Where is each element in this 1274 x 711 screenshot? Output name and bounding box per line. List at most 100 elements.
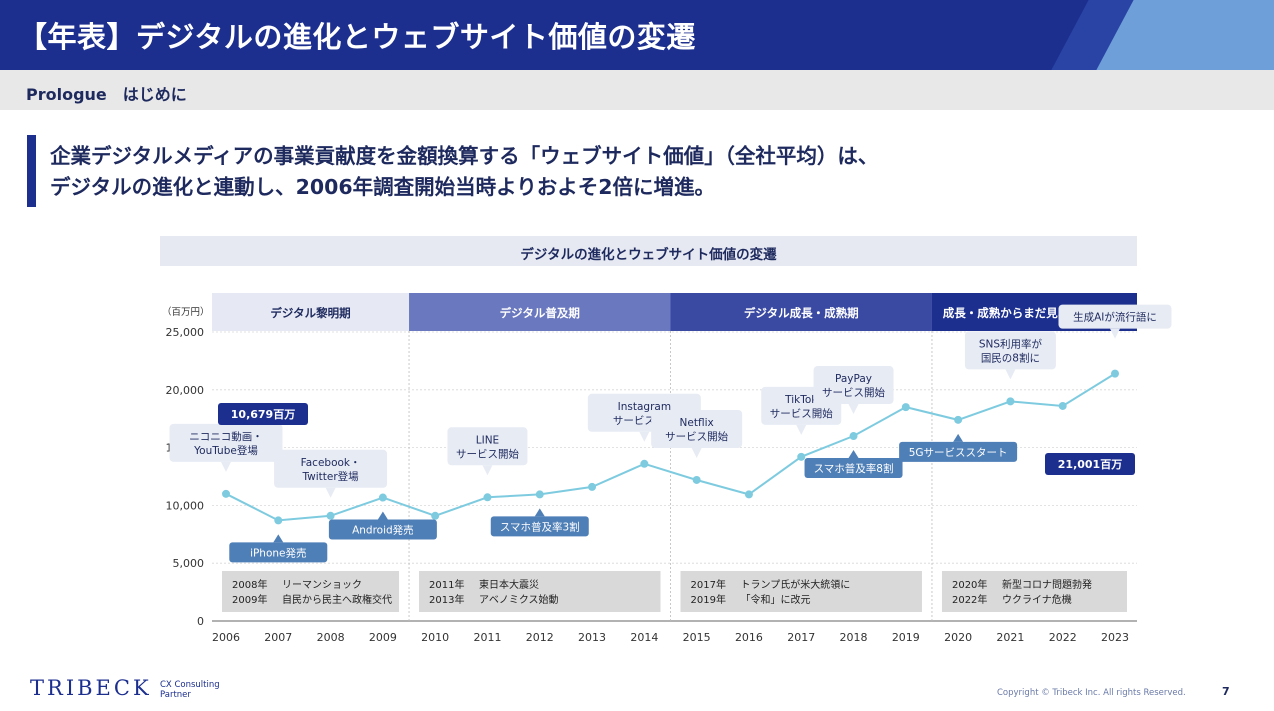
event-text: トランプ氏が米大統領に — [741, 578, 851, 591]
callout-pointer — [1110, 328, 1120, 339]
callout-text-line: Twitter登場 — [301, 470, 359, 483]
callout-text-line: サービス開始 — [665, 430, 728, 443]
lead-text: 企業デジタルメディアの事業貢献度を金額換算する「ウェブサイト価値」（全社平均）は… — [50, 141, 878, 203]
x-tick-label: 2011 — [473, 631, 501, 644]
callout-text-line: YouTube登場 — [193, 444, 258, 457]
callout-box — [1058, 304, 1172, 329]
phase-label: デジタル黎明期 — [270, 306, 350, 320]
x-tick-label: 2015 — [683, 631, 711, 644]
callout-text: Facebook・Twitter登場 — [301, 457, 361, 483]
callout-pointer — [273, 534, 284, 543]
company-logo: TRIBECK — [30, 676, 152, 700]
y-tick-label: 25,000 — [166, 326, 205, 339]
callout-text: Android発売 — [352, 524, 414, 537]
x-tick-label: 2019 — [892, 631, 920, 644]
data-point — [222, 489, 230, 498]
callout-text: スマホ普及率8割 — [814, 462, 894, 475]
event-text: ウクライナ危機 — [1002, 593, 1072, 606]
data-point — [744, 490, 753, 499]
callout-text-line: PayPay — [835, 373, 872, 385]
page-number: 7 — [1222, 685, 1230, 698]
page-header: 【年表】デジタルの進化とウェブサイト価値の変遷 — [0, 0, 1274, 70]
value-badge-text: 21,001百万 — [1058, 458, 1122, 471]
data-point — [692, 475, 701, 484]
callout-text-line: 生成AIが流行語に — [1073, 311, 1157, 324]
callout-text-line: SNS利用率が — [979, 337, 1043, 350]
callout-text-line: Instagram — [618, 401, 671, 413]
callout-text-line: サービス開始 — [822, 386, 885, 399]
callout-text-line: サービス開始 — [770, 407, 833, 420]
x-tick-label: 2006 — [212, 631, 240, 644]
callout-text: 5Gサービススタート — [909, 447, 1008, 459]
event-box — [419, 571, 661, 612]
data-point — [1111, 369, 1119, 378]
x-tick-label: 2023 — [1101, 631, 1129, 644]
event-year: 2008年 — [232, 578, 267, 591]
event-year: 2009年 — [232, 593, 267, 606]
chart-title: デジタルの進化とウェブサイト価値の変遷 — [520, 247, 777, 263]
phase-label: デジタル普及期 — [500, 306, 580, 320]
callout-box — [274, 449, 388, 488]
callout-pointer — [377, 511, 388, 520]
event-year: 2020年 — [952, 578, 987, 591]
lead-line-1: 企業デジタルメディアの事業貢献度を金額換算する「ウェブサイト価値」（全社平均）は… — [50, 144, 879, 168]
callout-pointer — [848, 404, 859, 415]
data-point — [274, 516, 283, 525]
y-axis-unit-label: （百万円） — [162, 306, 210, 318]
phase-label: デジタル成長・成熟期 — [744, 306, 859, 320]
event-text: 「令和」に改元 — [741, 593, 811, 606]
callout-text-line: TikTok — [784, 394, 818, 406]
data-point — [588, 482, 597, 491]
callout-text: 生成AIが流行語に — [1073, 311, 1157, 324]
y-tick-label: 5,000 — [173, 557, 205, 570]
data-point — [431, 511, 440, 520]
x-tick-label: 2009 — [369, 631, 397, 644]
callout-box — [169, 423, 283, 462]
callout-text-line: Netflix — [680, 417, 714, 429]
value-badge-text: 10,679百万 — [231, 408, 295, 421]
event-year: 2017年 — [691, 578, 726, 591]
data-point — [378, 493, 387, 502]
value-badge — [1045, 453, 1135, 475]
x-tick-label: 2008 — [317, 631, 345, 644]
y-tick-label: 10,000 — [166, 499, 205, 512]
callout-pointer — [953, 433, 964, 442]
callout-pointer — [221, 461, 231, 472]
x-tick-label: 2021 — [996, 631, 1024, 644]
event-year: 2013年 — [429, 593, 464, 606]
event-text: 東日本大震災 — [479, 578, 539, 591]
callout-box — [490, 516, 589, 537]
data-point — [901, 403, 910, 412]
callout-box — [651, 409, 743, 448]
x-tick-label: 2013 — [578, 631, 606, 644]
callout-text-line: ニコニコ動画・ — [189, 430, 263, 443]
copyright: Copyright © Tribeck Inc. All rights Rese… — [997, 688, 1186, 698]
x-tick-label: 2014 — [630, 631, 658, 644]
company-tagline: CX Consulting Partner — [160, 680, 220, 700]
lead-accent-bar — [27, 135, 36, 207]
callout-text-line: Facebook・ — [301, 457, 361, 469]
phase-header — [670, 293, 932, 331]
x-tick-label: 2007 — [264, 631, 292, 644]
callout-pointer — [639, 431, 650, 442]
data-point — [849, 432, 858, 441]
section-label: Prologue はじめに — [26, 85, 187, 104]
callout-pointer — [848, 450, 859, 459]
callout-box — [447, 427, 528, 466]
callout-text-line: 国民の8割に — [981, 351, 1040, 364]
callout-pointer — [482, 465, 493, 476]
phase-header — [212, 293, 410, 331]
value-badge — [218, 403, 308, 425]
y-tick-label: 20,000 — [166, 384, 205, 397]
event-text: リーマンショック — [282, 579, 362, 591]
data-point — [797, 452, 806, 461]
x-tick-label: 2017 — [787, 631, 815, 644]
callout-box — [328, 519, 437, 540]
y-tick-label: 0 — [197, 615, 204, 628]
callout-text: iPhone発売 — [250, 546, 306, 559]
callout-text-line: サービス開始 — [456, 447, 519, 460]
